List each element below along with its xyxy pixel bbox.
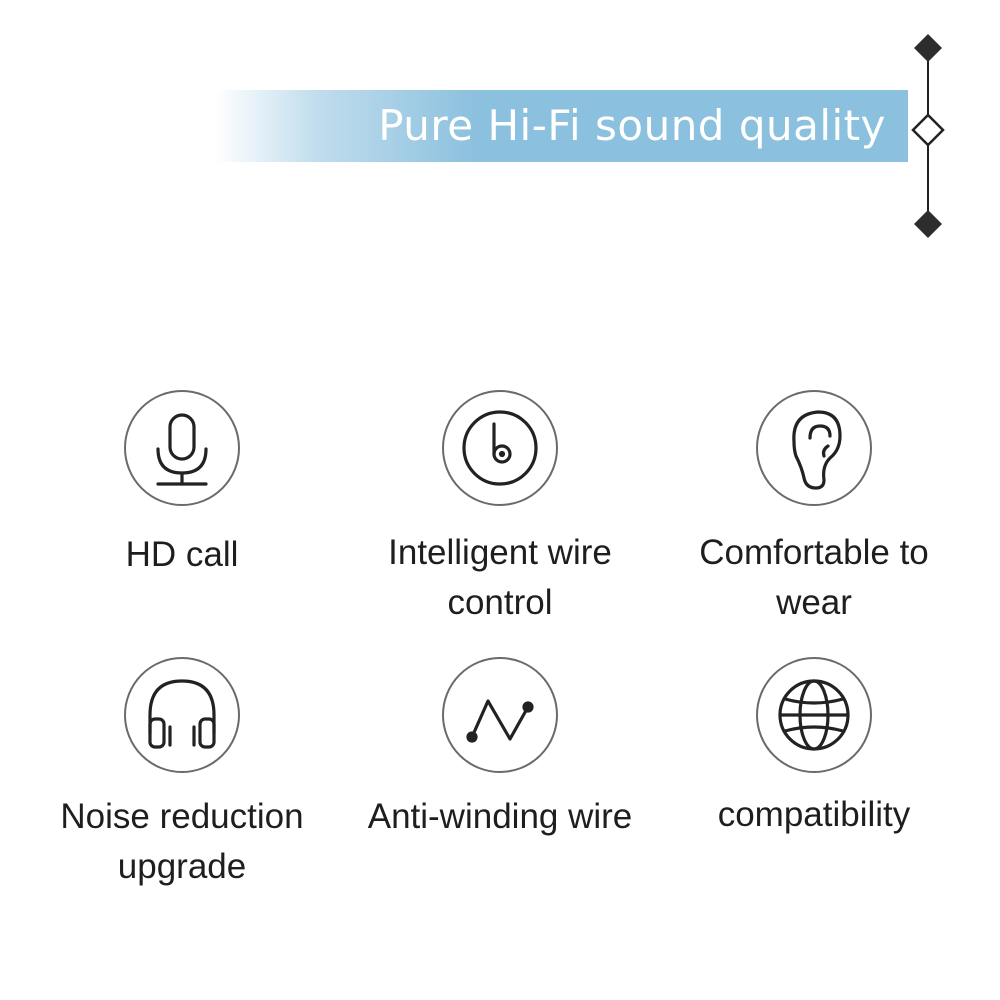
label-line-1: Noise reduction [60, 797, 304, 836]
feature-label-compatibility: compatibility [664, 790, 964, 840]
feature-label-wire-control: Intelligent wire control [350, 528, 650, 628]
headphones-icon [148, 679, 216, 749]
label-line-1: Anti-winding wire [367, 797, 633, 836]
feature-label-hd-call: HD call [32, 530, 332, 580]
label-line-2: upgrade [117, 847, 247, 886]
microphone-icon [156, 413, 208, 486]
feature-label-anti-winding: Anti-winding wire [350, 792, 650, 842]
globe-icon [778, 679, 850, 751]
globe-icon-circle [756, 657, 872, 773]
label-line-2: control [447, 583, 553, 622]
microphone-icon-circle [124, 390, 240, 506]
wire-control-icon [462, 410, 538, 486]
label-line-1: Comfortable to [699, 533, 929, 572]
title-banner: Pure Hi-Fi sound quality [215, 90, 908, 162]
feature-wire-control [350, 390, 650, 510]
zigzag-wire-icon-circle [442, 657, 558, 773]
wire-control-icon-circle [442, 390, 558, 506]
feature-noise-reduction [32, 657, 332, 777]
diamond-line-decoration [911, 34, 945, 238]
feature-hd-call [32, 390, 332, 510]
ear-icon-circle [756, 390, 872, 506]
label-line-1: compatibility [717, 795, 911, 834]
feature-comfort [664, 390, 964, 510]
feature-compatibility [664, 657, 964, 777]
label-line-2: wear [776, 583, 852, 622]
feature-label-comfort: Comfortable to wear [664, 528, 964, 628]
zigzag-wire-icon [466, 699, 534, 743]
label-line-1: Intelligent wire [388, 533, 612, 572]
label-line-1: HD call [125, 535, 239, 574]
banner-title: Pure Hi-Fi sound quality [378, 101, 886, 150]
ear-icon [792, 410, 842, 490]
feature-anti-winding [350, 657, 650, 777]
feature-label-noise-reduction: Noise reduction upgrade [32, 792, 332, 892]
headphones-icon-circle [124, 657, 240, 773]
